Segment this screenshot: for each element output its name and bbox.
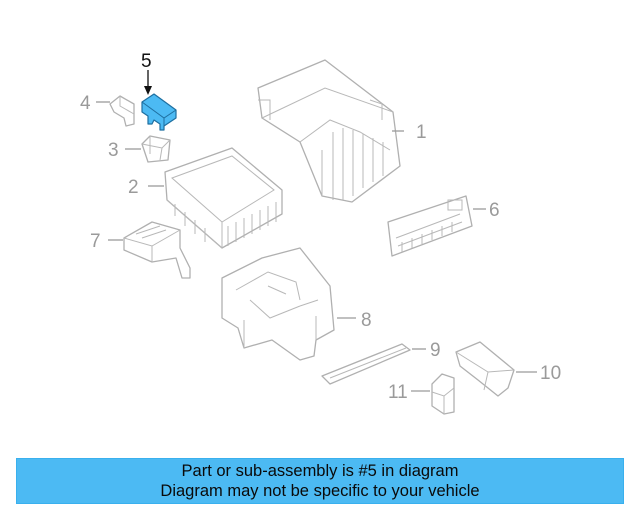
banner-line-2: Diagram may not be specific to your vehi… (160, 482, 480, 500)
info-banner: Part or sub-assembly is #5 in diagram Di… (16, 458, 624, 504)
part-6-plate[interactable] (387, 195, 473, 257)
callout-9[interactable]: 9 (430, 340, 441, 361)
part-11-relay[interactable] (431, 373, 455, 415)
callout-6[interactable]: 6 (489, 200, 500, 221)
banner-line-1: Part or sub-assembly is #5 in diagram (181, 462, 459, 480)
part-3-relay[interactable] (141, 135, 171, 163)
callout-8[interactable]: 8 (361, 310, 372, 331)
callout-4[interactable]: 4 (80, 93, 91, 114)
part-4-bracket[interactable] (109, 95, 135, 127)
parts-diagram: 1 2 3 4 5 6 7 (80, 51, 561, 415)
callout-10[interactable]: 10 (540, 363, 561, 384)
part-7-connector[interactable] (123, 221, 191, 279)
leader-5-arrowhead (144, 86, 152, 95)
part-2-tray[interactable] (164, 147, 283, 249)
callout-5[interactable]: 5 (141, 51, 152, 72)
callout-3[interactable]: 3 (108, 140, 119, 161)
part-10-block[interactable] (455, 341, 515, 397)
callout-2[interactable]: 2 (128, 177, 139, 198)
part-1-cover[interactable] (257, 59, 401, 203)
callout-1[interactable]: 1 (416, 122, 427, 143)
part-8-housing[interactable] (221, 247, 335, 361)
callout-7[interactable]: 7 (90, 231, 101, 252)
part-9-rail[interactable] (321, 343, 411, 385)
part-5-fuse[interactable] (141, 93, 177, 131)
callout-11[interactable]: 11 (388, 382, 408, 403)
